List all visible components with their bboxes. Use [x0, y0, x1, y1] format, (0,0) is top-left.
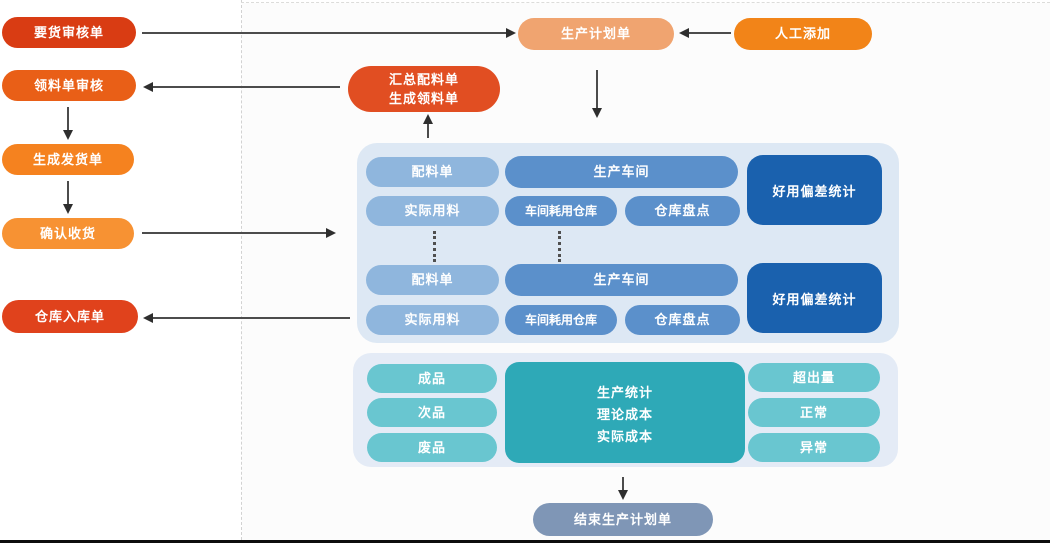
node-material-request-review: 领料单审核 — [2, 70, 136, 101]
arrow-review-to-plan — [142, 28, 516, 38]
node-abnormal: 异常 — [748, 433, 880, 462]
arrow-receipt-to-panel — [142, 228, 336, 238]
node-over-quota: 超出量 — [748, 363, 880, 392]
node-create-delivery-note: 生成发货单 — [2, 144, 134, 175]
node-actual-usage-1: 实际用料 — [366, 196, 499, 226]
arrow-material-to-delivery — [63, 107, 73, 140]
node-deviation-stats-2: 好用偏差统计 — [747, 263, 882, 333]
stats-line-theoretical-cost: 理论成本 — [596, 407, 653, 422]
node-manual-add: 人工添加 — [734, 18, 872, 50]
node-deviation-stats-1: 好用偏差统计 — [747, 155, 882, 225]
node-defective-product: 次品 — [367, 398, 497, 427]
node-warehouse-check-1: 仓库盘点 — [625, 196, 740, 226]
node-warehouse-check-2: 仓库盘点 — [625, 305, 740, 335]
arrow-panel-to-summary — [423, 114, 433, 138]
node-summary-ingredient-list: 汇总配料单 生成领料单 — [348, 66, 500, 112]
node-actual-usage-2: 实际用料 — [366, 305, 499, 335]
node-workshop-consume-warehouse-2: 车间耗用仓库 — [505, 305, 617, 335]
node-confirm-receipt: 确认收货 — [2, 218, 134, 249]
node-ingredient-list-1: 配料单 — [366, 157, 499, 187]
arrow-panel-to-inbound — [143, 313, 350, 323]
arrow-plan-to-workshop-panel — [592, 70, 602, 118]
dashed-top-border — [241, 2, 1050, 3]
node-end-production-plan: 结束生产计划单 — [533, 503, 713, 536]
node-workshop-2: 生产车间 — [505, 264, 738, 296]
node-warehouse-inbound: 仓库入库单 — [2, 300, 138, 333]
node-workshop-1: 生产车间 — [505, 156, 738, 188]
summary-line-2: 生成领料单 — [388, 91, 459, 106]
node-goods-request-review: 要货审核单 — [2, 17, 136, 48]
node-ingredient-list-2: 配料单 — [366, 265, 499, 295]
dotted-connector-left — [433, 231, 436, 262]
stats-line-production: 生产统计 — [596, 385, 653, 400]
arrow-delivery-to-receipt — [63, 181, 73, 214]
stats-line-actual-cost: 实际成本 — [596, 429, 653, 444]
arrow-manual-to-plan — [679, 28, 731, 38]
node-production-plan: 生产计划单 — [518, 18, 674, 50]
dotted-connector-right — [558, 231, 561, 262]
node-scrap-product: 废品 — [367, 433, 497, 462]
summary-line-1: 汇总配料单 — [388, 71, 459, 87]
node-normal: 正常 — [748, 398, 880, 427]
arrow-stats-to-end — [618, 477, 628, 500]
arrow-summary-to-material-review — [143, 82, 340, 92]
node-finished-product: 成品 — [367, 364, 497, 393]
bottom-border-line — [0, 540, 1050, 543]
node-workshop-consume-warehouse-1: 车间耗用仓库 — [505, 196, 617, 226]
dashed-vertical-divider — [241, 0, 242, 540]
node-production-stats-box: 生产统计 理论成本 实际成本 — [505, 362, 745, 463]
